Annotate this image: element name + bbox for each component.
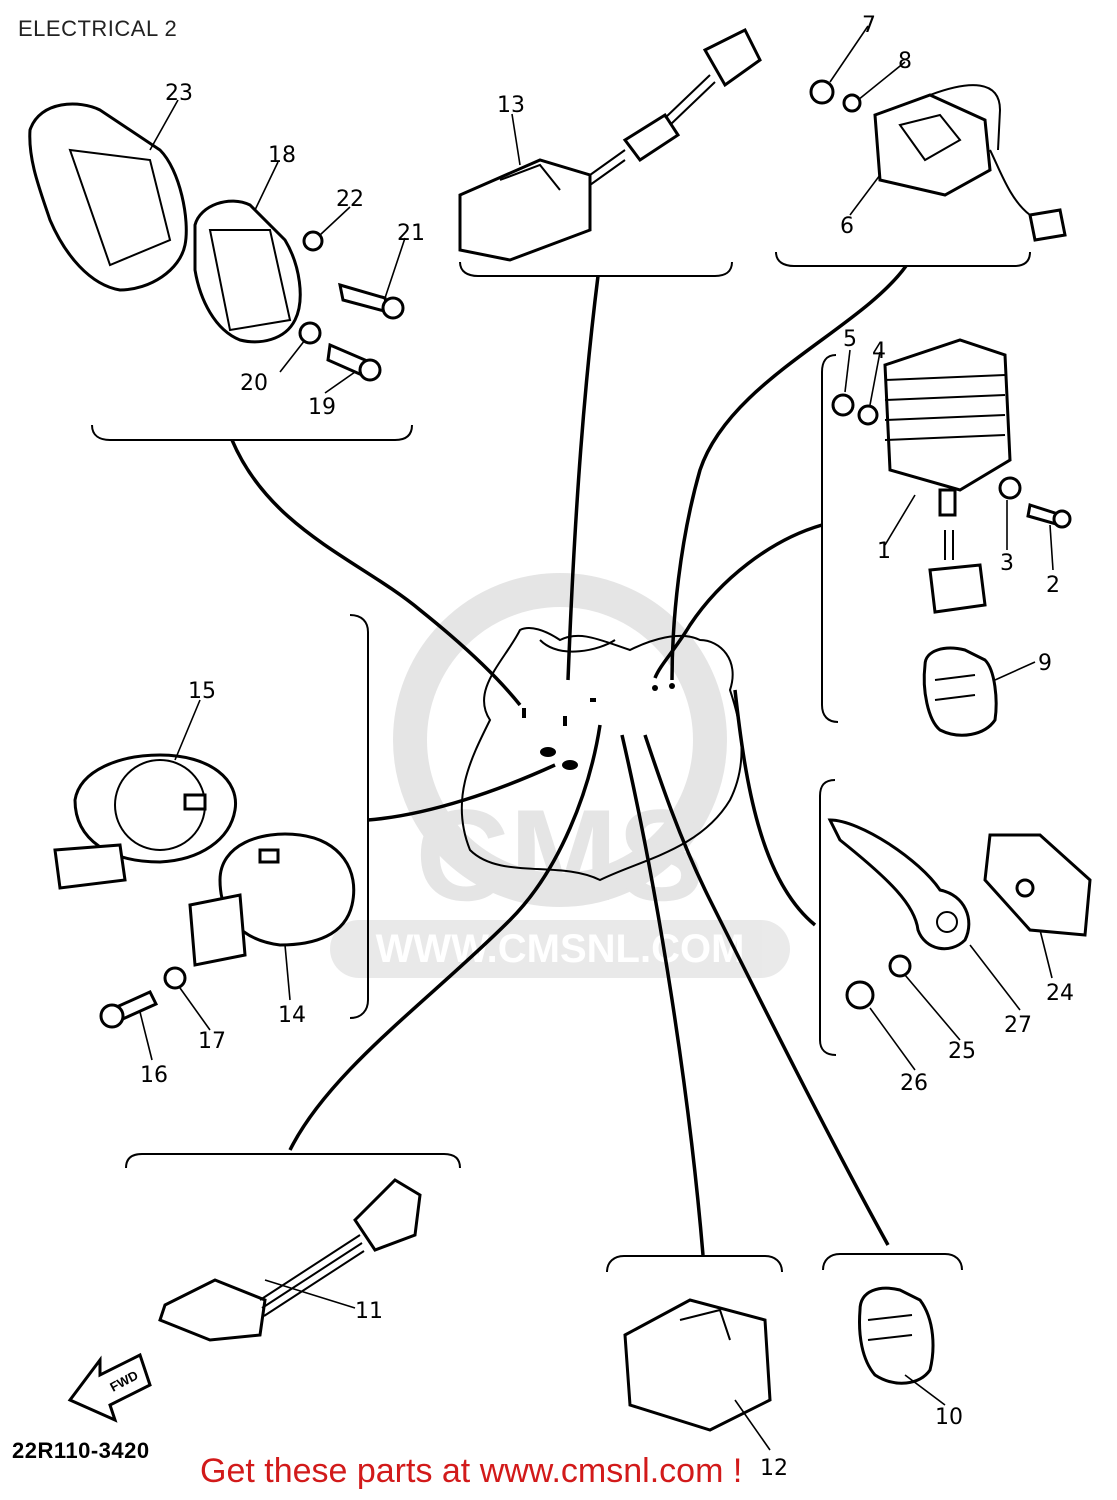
callout-22: 22 bbox=[336, 187, 364, 212]
callout-21: 21 bbox=[397, 221, 425, 246]
callout-25: 25 bbox=[948, 1039, 976, 1064]
part-17-washer bbox=[163, 966, 187, 990]
part-2-bolt bbox=[1026, 503, 1072, 529]
callout-19: 19 bbox=[308, 395, 336, 420]
part-15-horn bbox=[53, 753, 238, 890]
leader-lines bbox=[230, 264, 908, 1256]
part-6-switch bbox=[873, 84, 1067, 242]
part-23-lamp-housing bbox=[28, 102, 188, 292]
part-1-rectifier bbox=[883, 338, 1012, 614]
document-code: 22R110-3420 bbox=[12, 1438, 150, 1463]
callout-24: 24 bbox=[1046, 981, 1074, 1006]
part-4-washer bbox=[857, 404, 879, 426]
callout-7: 7 bbox=[862, 13, 876, 38]
part-8-washer bbox=[842, 93, 862, 113]
callout-1: 1 bbox=[877, 539, 891, 564]
part-11-sensor bbox=[158, 1178, 422, 1342]
watermark-url: WWW.CMSNL.COM bbox=[376, 927, 745, 971]
callout-3: 3 bbox=[1000, 551, 1014, 576]
part-3-washer bbox=[998, 476, 1022, 500]
part-10-relay bbox=[858, 1286, 935, 1385]
part-13-relay bbox=[458, 27, 762, 262]
part-21-screw bbox=[338, 282, 405, 320]
part-16-bolt bbox=[99, 990, 159, 1029]
part-12-unit bbox=[623, 1298, 772, 1432]
part-19-screw bbox=[326, 342, 382, 382]
callouts: 23 18 22 21 20 19 13 7 8 6 5 4 1 3 2 9 1… bbox=[140, 13, 1074, 1481]
callout-leaders bbox=[139, 25, 1054, 1451]
callout-2: 2 bbox=[1046, 573, 1060, 598]
callout-20: 20 bbox=[240, 371, 268, 396]
callout-17: 17 bbox=[198, 1029, 226, 1054]
promo-link[interactable]: Get these parts at www.cmsnl.com ! bbox=[200, 1452, 743, 1490]
callout-23: 23 bbox=[165, 81, 193, 106]
callout-4: 4 bbox=[872, 339, 886, 364]
part-7-nut bbox=[809, 79, 835, 105]
callout-27: 27 bbox=[1004, 1013, 1032, 1038]
callout-26: 26 bbox=[900, 1071, 928, 1096]
page-title: ELECTRICAL 2 bbox=[18, 16, 178, 41]
callout-13: 13 bbox=[497, 93, 525, 118]
callout-8: 8 bbox=[898, 49, 912, 74]
callout-14: 14 bbox=[278, 1003, 306, 1028]
fwd-arrow-icon: FWD bbox=[67, 1352, 152, 1423]
callout-10: 10 bbox=[935, 1405, 963, 1430]
part-22-nut bbox=[302, 230, 324, 252]
callout-16: 16 bbox=[140, 1063, 168, 1088]
watermark: CMS WWW.CMSNL.COM bbox=[330, 573, 790, 978]
callout-5: 5 bbox=[843, 327, 857, 352]
part-26-nut bbox=[845, 980, 875, 1010]
callout-11: 11 bbox=[355, 1299, 383, 1324]
part-20-washer bbox=[298, 321, 322, 345]
part-9-relay bbox=[922, 646, 998, 737]
part-25-washer bbox=[888, 954, 912, 978]
callout-9: 9 bbox=[1038, 651, 1052, 676]
part-5-nut bbox=[831, 393, 855, 417]
part-18-lens bbox=[193, 199, 302, 344]
part-14-horn bbox=[188, 832, 356, 967]
frame-outline bbox=[460, 627, 743, 882]
callout-18: 18 bbox=[268, 143, 296, 168]
part-24-plate bbox=[983, 833, 1092, 937]
callout-12: 12 bbox=[760, 1456, 788, 1481]
callout-6: 6 bbox=[840, 214, 854, 239]
part-27-bracket bbox=[827, 818, 971, 951]
callout-15: 15 bbox=[188, 679, 216, 704]
